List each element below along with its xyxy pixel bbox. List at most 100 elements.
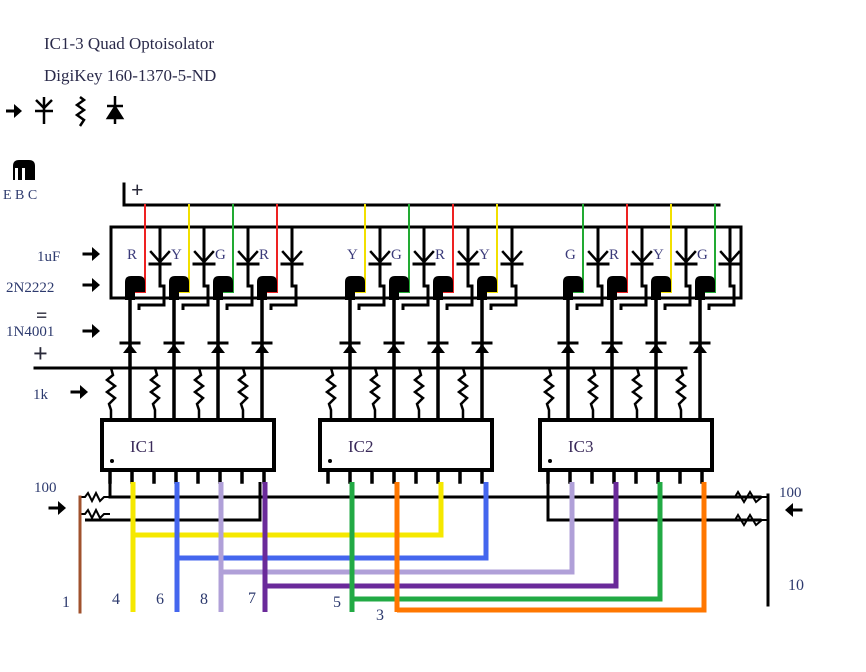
photo-element-arm	[413, 250, 426, 264]
diode-label: 1N4001	[6, 324, 54, 340]
pullup-resistor	[456, 367, 470, 420]
transistor-collector	[181, 284, 210, 310]
transistor-collector	[401, 284, 430, 310]
wire-label-3: 3	[376, 607, 384, 624]
transistor-body	[345, 276, 365, 300]
photo-element-arm	[728, 250, 741, 264]
photo-element-arm	[501, 250, 514, 264]
photo-element-arm	[246, 250, 259, 264]
transistor-collector	[663, 284, 692, 310]
transistor-pinout: E B C	[3, 160, 37, 203]
photo-element-arm	[719, 250, 732, 264]
arrow-icon	[6, 104, 22, 118]
wire-3	[397, 482, 707, 613]
diode-triangle	[475, 344, 489, 353]
transistor-collector	[489, 284, 518, 310]
photo-element-arm	[369, 250, 382, 264]
diode-triangle	[255, 344, 269, 353]
wire-label-1: 1	[62, 594, 70, 611]
pinout-label: E B C	[3, 188, 37, 203]
resistor-icon	[74, 96, 87, 127]
photo-element-arm	[457, 250, 470, 264]
led-channel: R	[104, 204, 172, 422]
transistor-collector	[225, 284, 254, 310]
diode-triangle	[431, 344, 445, 353]
photo-element-arm	[640, 250, 653, 264]
diode-icon	[105, 96, 125, 124]
input-left-arrow-icon	[48, 501, 66, 515]
led-channel: Y	[630, 204, 698, 422]
capacitor-label: 1uF	[37, 249, 60, 265]
transistor-collector	[357, 284, 386, 310]
led-label: Y	[653, 247, 664, 263]
ic-label: IC1	[130, 437, 156, 456]
transistor-collector	[575, 284, 604, 310]
transistor-icon	[13, 160, 35, 180]
resistor-arrow-icon	[70, 385, 88, 399]
led-channel: G	[542, 204, 610, 422]
pullup-resistor	[192, 367, 206, 420]
ground-bus-lower-left	[85, 482, 262, 522]
resistor-left-label: 100	[34, 480, 57, 496]
positive-rail-mid-symbol: +	[33, 339, 48, 368]
resistor-left-top	[80, 490, 110, 504]
resistor-right-bottom	[734, 513, 768, 527]
resistor-left-bottom	[80, 507, 110, 521]
photo-element-arm	[281, 250, 294, 264]
led-channel: R	[236, 204, 304, 422]
positive-rail-top-symbol: +	[131, 177, 144, 202]
led-label: Y	[347, 247, 358, 263]
photo-element-arm	[466, 250, 479, 264]
photo-element-arm	[631, 250, 644, 264]
transistor-collector	[707, 284, 736, 310]
pullup-resistor	[368, 367, 382, 420]
led-channel: R	[586, 204, 654, 422]
photo-element-arm	[290, 250, 303, 264]
transistor-body	[389, 276, 409, 300]
transistor-body	[651, 276, 671, 300]
transistor-collector	[269, 284, 298, 310]
negative-rail-symbol: =	[36, 305, 47, 327]
led-channel: Y	[148, 204, 216, 422]
led-channel: G	[192, 204, 260, 422]
diode-triangle	[387, 344, 401, 353]
diode-arrow-icon	[82, 324, 100, 338]
led-label: R	[435, 247, 445, 263]
led-channel: G	[674, 204, 742, 422]
wire-6	[177, 482, 489, 561]
photo-element-arm	[149, 250, 162, 264]
transistor-collector	[619, 284, 648, 310]
ic-body	[100, 418, 276, 472]
photo-element-arm	[510, 250, 523, 264]
arrow-head	[92, 324, 100, 338]
led-label: G	[565, 247, 576, 263]
title-line-2: DigiKey 160-1370-5-ND	[44, 66, 217, 85]
resistor-right-top	[734, 490, 768, 504]
transistor-body	[433, 276, 453, 300]
arrow-head	[80, 385, 88, 399]
arrow-head	[92, 247, 100, 261]
arrow-head	[785, 503, 793, 517]
input-right-arrow-icon	[785, 503, 803, 517]
wire-label-10: 10	[788, 577, 804, 594]
photo-element-arm	[202, 250, 215, 264]
transistor-body	[125, 276, 145, 300]
photo-element-arm	[596, 250, 609, 264]
pullup-resistor	[324, 367, 338, 420]
pullup-resistor	[630, 367, 644, 420]
ic1-ground-bus	[108, 482, 230, 499]
transistor-body	[169, 276, 189, 300]
diode-triangle	[343, 344, 357, 353]
resistor-right-label: 100	[779, 485, 802, 501]
wire-label-7: 7	[248, 590, 256, 607]
photo-element-arm	[193, 250, 206, 264]
ic-body	[318, 418, 494, 472]
diode-triangle	[605, 344, 619, 353]
resistor-label: 1k	[33, 387, 49, 403]
transistor-body	[257, 276, 277, 300]
ic-label: IC2	[348, 437, 374, 456]
legend-symbols	[6, 96, 125, 127]
diode-triangle	[167, 344, 181, 353]
led-label: G	[697, 247, 708, 263]
